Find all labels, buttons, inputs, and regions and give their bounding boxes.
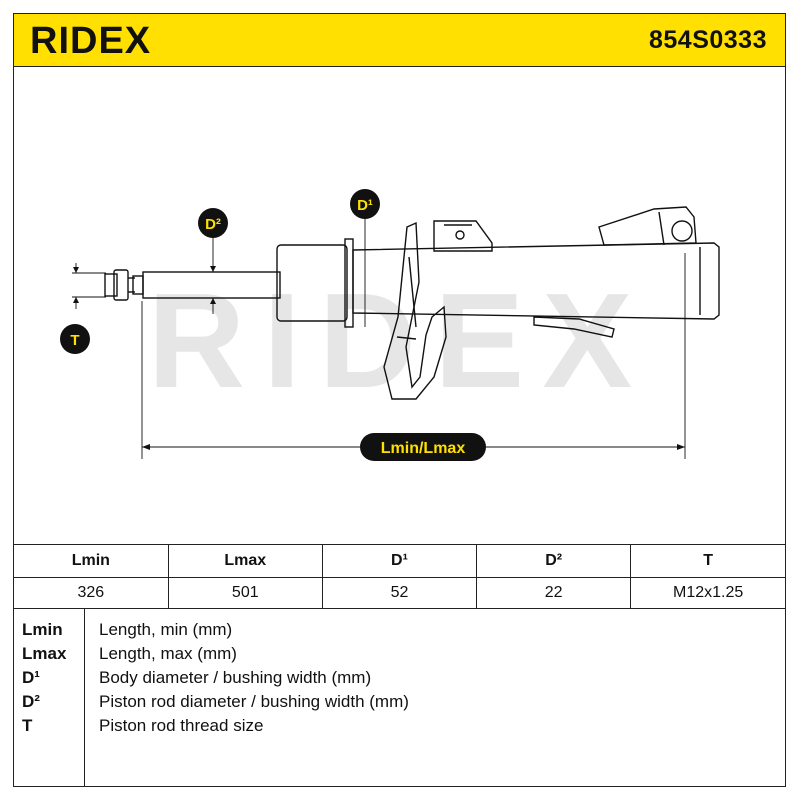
spring-seat [383, 221, 447, 400]
ridex-logo: RIDEX [30, 20, 151, 60]
product-sheet: RIDEX 854S0333 RIDEX [13, 13, 786, 787]
value-lmax: 501 [167, 577, 323, 609]
spec-header-row: Lmin Lmax D¹ D² T [14, 544, 785, 578]
label-d1: D¹ [350, 189, 380, 219]
legend-item: D² Piston rod diameter / bushing width (… [14, 692, 785, 716]
legend-desc: Piston rod thread size [99, 716, 264, 735]
legend-desc: Length, min (mm) [99, 620, 233, 639]
label-d2: D² [198, 208, 228, 238]
watermark: RIDEX [148, 265, 651, 416]
knuckle-mount [598, 206, 697, 246]
dimension-lines [72, 213, 686, 459]
value-t: M12x1.25 [630, 577, 785, 609]
value-d1: 52 [321, 577, 478, 609]
legend-divider [84, 608, 85, 786]
legend-item: Lmax Length, max (mm) [14, 644, 785, 668]
legend-key: Lmin [22, 620, 63, 639]
part-number: 854S0333 [648, 26, 767, 54]
value-d2: 22 [476, 577, 632, 609]
legend: Lmin Length, min (mm) Lmax Length, max (… [14, 608, 785, 786]
header-bar: RIDEX 854S0333 [14, 14, 785, 67]
dimension-arrows [73, 266, 685, 450]
shock-absorber-drawing: RIDEX [60, 189, 720, 461]
strut-outline [104, 206, 720, 400]
legend-key: Lmax [22, 644, 67, 663]
legend-desc: Piston rod diameter / bushing width (mm) [99, 692, 409, 711]
main-body [352, 242, 720, 320]
mount-eye [671, 220, 693, 242]
header-t: T [630, 544, 785, 578]
legend-item: Lmin Length, min (mm) [14, 620, 785, 644]
legend-item: T Piston rod thread size [14, 716, 785, 740]
legend-desc: Length, max (mm) [99, 644, 237, 663]
svg-text:D¹: D¹ [357, 197, 373, 214]
header-d2: D² [476, 544, 632, 578]
legend-item: D¹ Body diameter / bushing width (mm) [14, 668, 785, 692]
logo-text: RIDEX [30, 20, 151, 60]
svg-text:D²: D² [205, 216, 221, 233]
svg-text:Lmin/Lmax: Lmin/Lmax [381, 440, 466, 457]
legend-desc: Body diameter / bushing width (mm) [99, 668, 372, 687]
legend-key: D¹ [22, 668, 40, 687]
piston-rod [142, 271, 281, 299]
legend-key: D² [22, 692, 40, 711]
spec-table: Lmin Lmax D¹ D² T 326 501 52 22 M12x1.25 [14, 544, 785, 609]
header-lmax: Lmax [167, 544, 323, 578]
legend-key: T [22, 716, 33, 735]
label-length: Lmin/Lmax [360, 433, 486, 461]
lower-bracket [533, 316, 615, 338]
svg-text:T: T [70, 332, 79, 349]
spec-value-row: 326 501 52 22 M12x1.25 [14, 577, 785, 609]
label-t: T [60, 324, 90, 354]
header-lmin: Lmin [14, 544, 169, 578]
nut [104, 273, 118, 297]
bracket-hole [455, 230, 465, 240]
thread-nut [113, 269, 129, 301]
value-lmin: 326 [14, 577, 169, 609]
upper-bracket [433, 220, 493, 252]
washer [132, 275, 144, 295]
body-cap [276, 244, 348, 322]
header-d1: D¹ [321, 544, 478, 578]
